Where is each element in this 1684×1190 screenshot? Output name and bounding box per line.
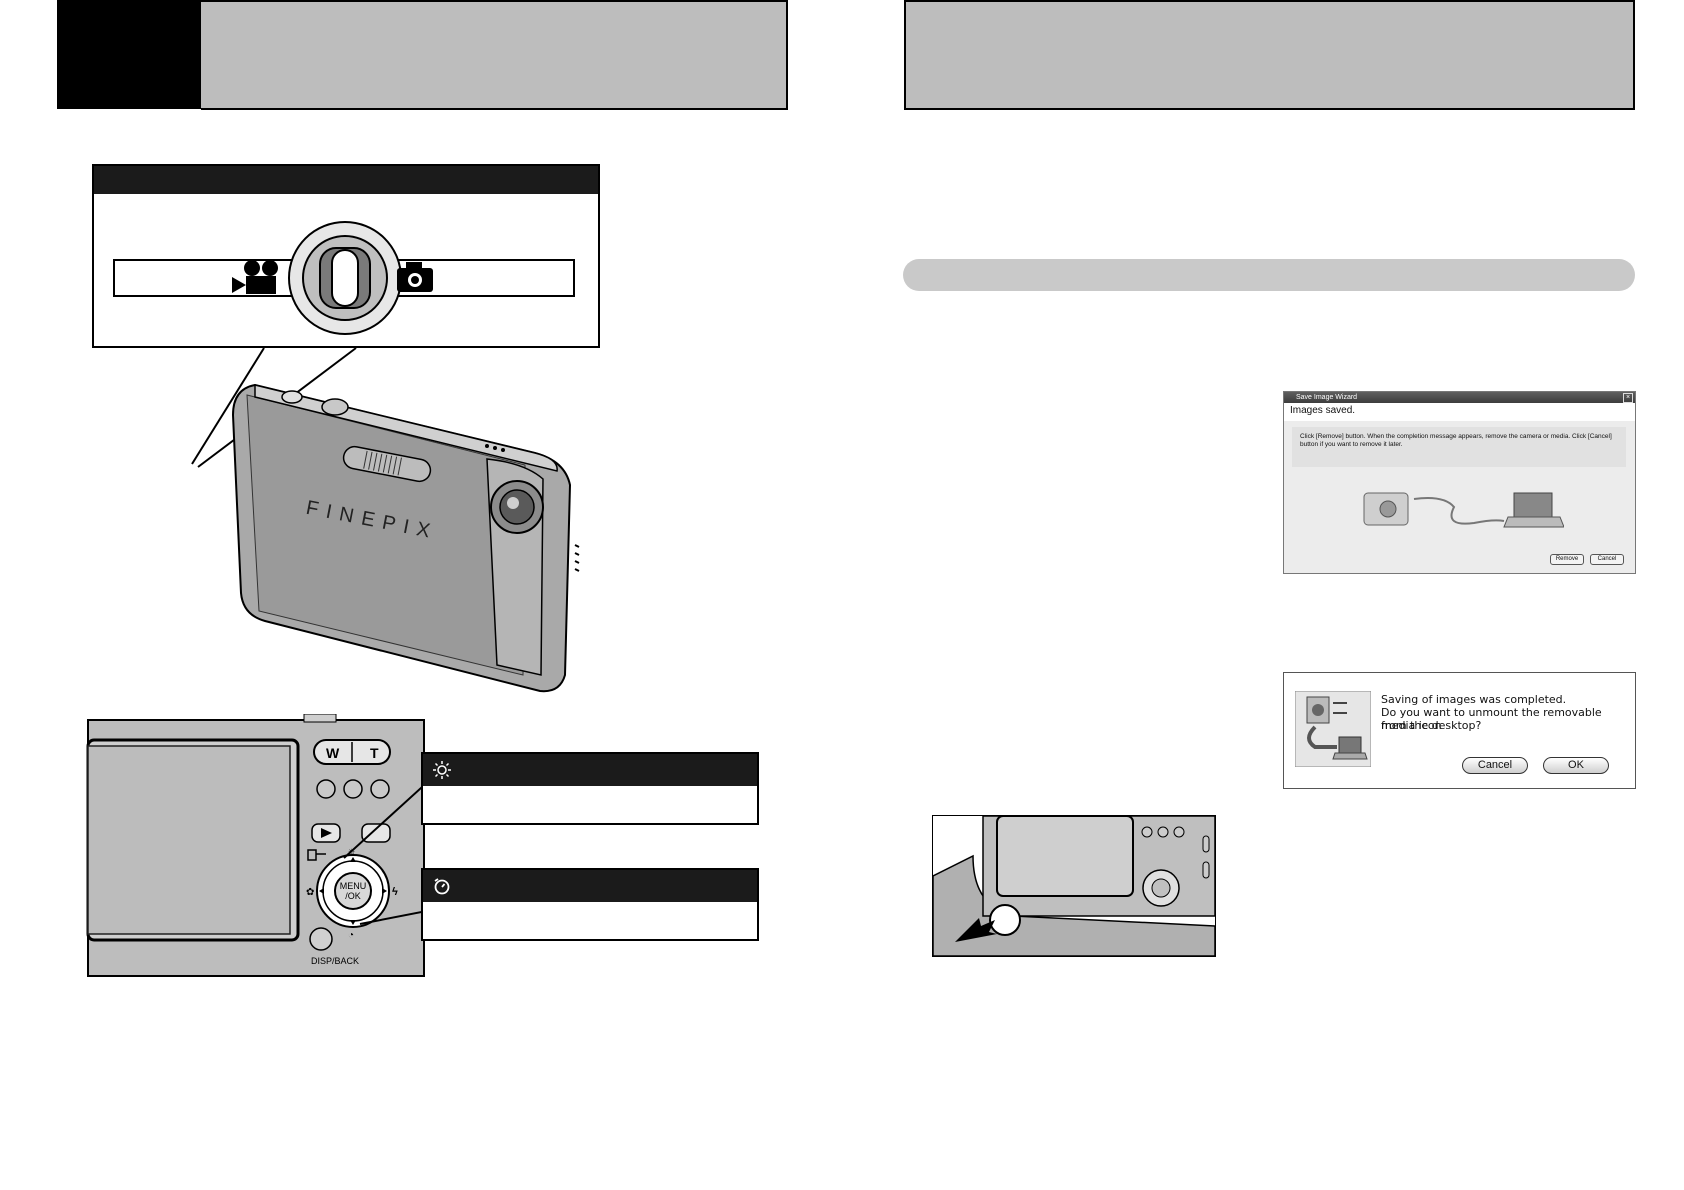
- brightness-icon: [433, 761, 451, 779]
- mode-switch-panel-header: [94, 166, 598, 194]
- menu-label-line2: /OK: [345, 891, 361, 901]
- still-camera-icon: [397, 262, 433, 292]
- svg-text:✿: ✿: [306, 887, 314, 898]
- unmount-message-line1: Saving of images was completed.: [1381, 693, 1567, 706]
- save-image-wizard-window: Save Image Wizard × Images saved. Click …: [1283, 391, 1636, 574]
- zoom-tele-label: T: [370, 745, 379, 761]
- self-timer-callout: [421, 868, 759, 941]
- wizard-message: Click [Remove] button. When the completi…: [1292, 427, 1626, 467]
- unmount-message-line2: Do you want to unmount the removable med…: [1381, 706, 1602, 732]
- self-timer-callout-header: [423, 870, 757, 902]
- wizard-heading: Images saved.: [1284, 403, 1635, 421]
- self-timer-icon: [434, 878, 450, 895]
- zoom-wide-label: W: [326, 745, 340, 761]
- brightness-callout-header: [423, 754, 757, 786]
- left-page-header-bar: [201, 0, 788, 110]
- removable-media-icon: [1295, 691, 1371, 767]
- wizard-cancel-button[interactable]: Cancel: [1590, 554, 1624, 565]
- section-heading-pill: [903, 259, 1635, 291]
- close-icon[interactable]: ×: [1623, 393, 1633, 403]
- wizard-titlebar: Save Image Wizard ×: [1284, 392, 1635, 403]
- right-page-header-bar: [904, 0, 1635, 110]
- unmount-message-line3: from the desktop?: [1381, 719, 1482, 732]
- unmount-dialog: Saving of images was completed. Do you w…: [1283, 672, 1636, 789]
- camera-front-illustration: FINEPIX: [231, 383, 580, 693]
- unmount-cancel-button[interactable]: Cancel: [1462, 757, 1528, 774]
- movie-camera-icon: [232, 260, 278, 294]
- disp-back-label: DISP/BACK: [311, 956, 359, 966]
- brightness-callout: [421, 752, 759, 825]
- unmount-ok-button[interactable]: OK: [1543, 757, 1609, 774]
- camera-dock-illustration: [932, 815, 1216, 957]
- svg-text:◔: ◔: [348, 930, 354, 941]
- remove-button[interactable]: Remove: [1550, 554, 1584, 565]
- svg-text:ϟ: ϟ: [392, 886, 398, 898]
- camera-back-illustration: W T MENU /OK ✿ ϟ ◔ DISP/BACK ☼: [86, 714, 426, 977]
- wizard-title: Save Image Wizard: [1296, 394, 1358, 401]
- camera-to-pc-diagram: [1363, 492, 1564, 528]
- menu-label-line1: MENU: [340, 881, 367, 891]
- mode-switch-detail: [113, 221, 575, 468]
- chapter-tab-block: [57, 0, 203, 109]
